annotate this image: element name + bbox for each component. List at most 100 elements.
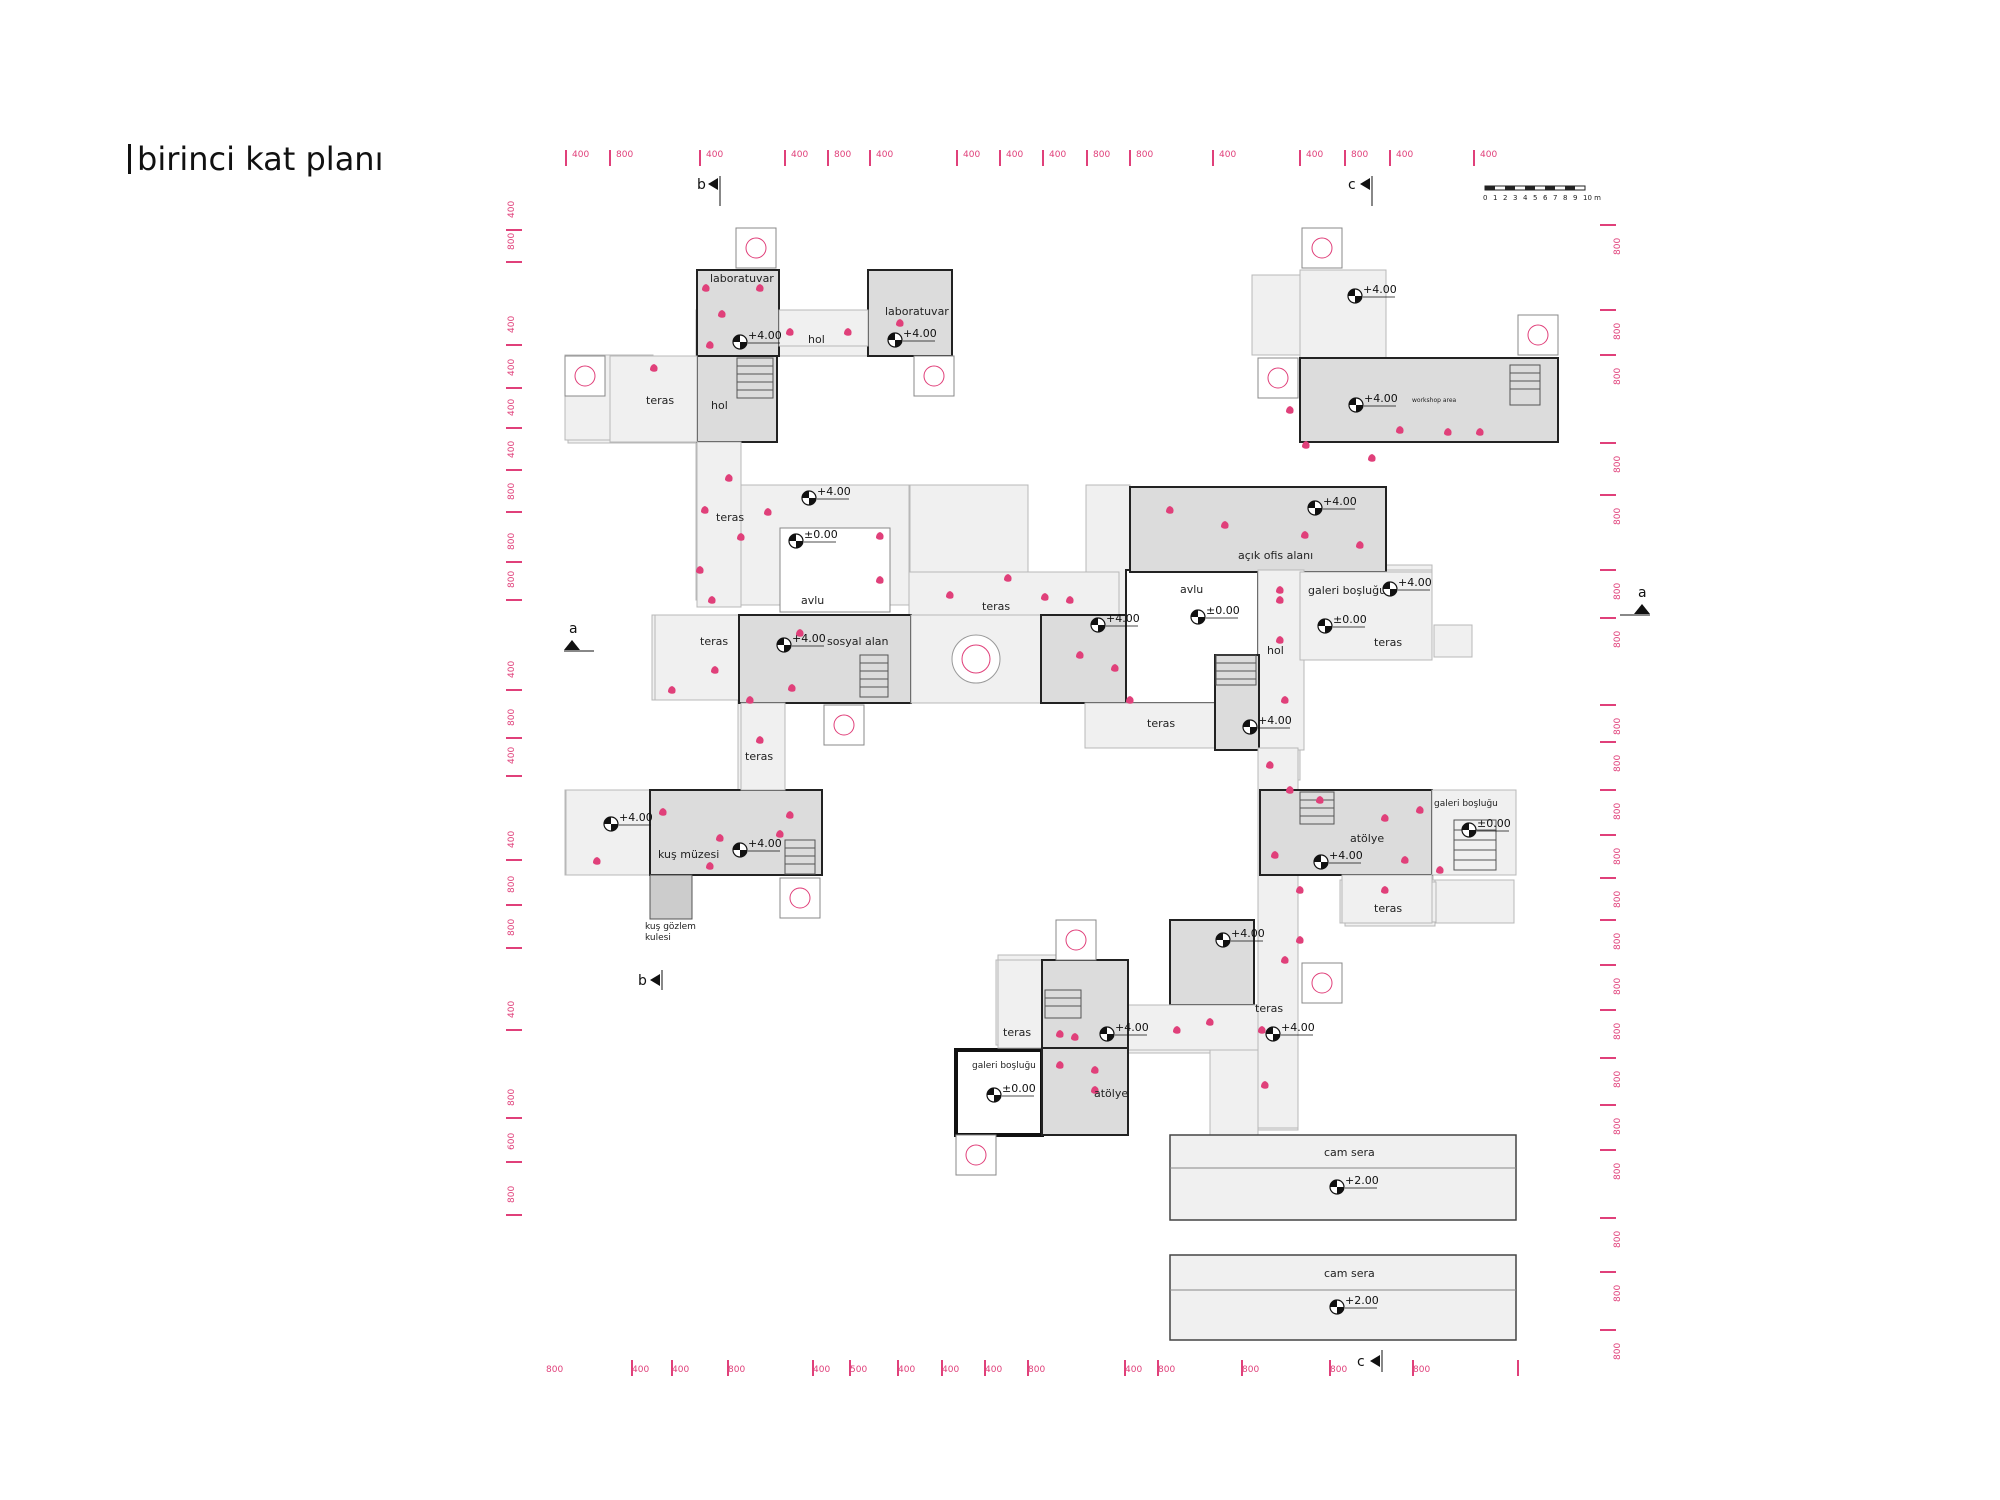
svg-text:+4.00: +4.00 bbox=[748, 837, 782, 850]
elevation-marker-ofis: +4.00 bbox=[1307, 495, 1357, 516]
person-marker bbox=[1071, 1033, 1079, 1041]
scale-tick-label: 2 bbox=[1503, 194, 1507, 202]
planter-5 bbox=[1517, 314, 1559, 356]
section-marker-b-bottom: b bbox=[638, 970, 663, 990]
person-marker bbox=[701, 506, 709, 514]
elevation-marker-atolye1: +4.00 bbox=[1313, 849, 1363, 870]
svg-text:+4.00: +4.00 bbox=[1258, 714, 1292, 727]
label-teras-nw: teras bbox=[646, 394, 674, 407]
dim-label-bottom: 400 bbox=[898, 1365, 915, 1375]
dim-label-left: 800 bbox=[507, 919, 517, 936]
svg-text:b: b bbox=[697, 177, 706, 193]
person-marker bbox=[1126, 696, 1134, 704]
person-marker bbox=[1396, 426, 1404, 434]
dim-label-top: 400 bbox=[1396, 150, 1413, 160]
label-atolye-e: atölye bbox=[1350, 832, 1384, 845]
dim-label-top: 400 bbox=[876, 150, 893, 160]
planter-7 bbox=[823, 704, 865, 746]
person-marker bbox=[796, 629, 804, 637]
dim-label-bottom: 800 bbox=[1028, 1365, 1045, 1375]
label-kus-muzesi: kuş müzesi bbox=[658, 848, 719, 861]
dim-label-right: 800 bbox=[1613, 1163, 1623, 1180]
dim-label-left: 600 bbox=[507, 1133, 517, 1150]
scale-tick-label: 5 bbox=[1533, 194, 1537, 202]
person-marker bbox=[1266, 761, 1274, 769]
stairs bbox=[649, 357, 1541, 1019]
person-marker bbox=[706, 341, 714, 349]
dim-label-left: 400 bbox=[507, 1001, 517, 1018]
dim-label-left: 800 bbox=[507, 483, 517, 500]
dim-label-right: 800 bbox=[1613, 848, 1623, 865]
dim-label-left: 400 bbox=[507, 359, 517, 376]
label-teras-w1: teras bbox=[716, 511, 744, 524]
elevation-marker-center: +4.00 bbox=[1090, 612, 1140, 633]
label-hol-left: hol bbox=[711, 399, 728, 412]
dim-label-top: 800 bbox=[1136, 150, 1153, 160]
planter-2 bbox=[564, 355, 606, 397]
page-title: birinci kat planı bbox=[128, 140, 383, 178]
label-cam-sera-1: cam sera bbox=[1324, 1146, 1375, 1159]
dim-label-left: 800 bbox=[507, 571, 517, 588]
person-marker bbox=[1436, 866, 1444, 874]
person-marker bbox=[1368, 454, 1376, 462]
dim-label-bottom: 400 bbox=[942, 1365, 959, 1375]
scale-tick-label: 0 bbox=[1483, 194, 1487, 202]
label-teras-se2: teras bbox=[1374, 902, 1402, 915]
svg-text:+4.00: +4.00 bbox=[1363, 283, 1397, 296]
label-galeri-s: galeri boşluğu bbox=[972, 1061, 1036, 1071]
svg-text:b: b bbox=[638, 973, 647, 989]
person-marker bbox=[776, 830, 784, 838]
person-marker bbox=[756, 736, 764, 744]
person-marker bbox=[1302, 441, 1310, 449]
person-marker bbox=[788, 684, 796, 692]
title-bar bbox=[128, 144, 131, 174]
dim-label-left: 400 bbox=[507, 441, 517, 458]
label-kus-gozlem-2: kulesi bbox=[645, 933, 671, 943]
person-marker bbox=[1066, 596, 1074, 604]
planter-11 bbox=[955, 1134, 997, 1176]
svg-text:a: a bbox=[1638, 585, 1647, 601]
room-south-upper bbox=[1169, 919, 1255, 1006]
svg-text:±0.00: ±0.00 bbox=[1477, 817, 1511, 830]
person-marker bbox=[896, 319, 904, 327]
dim-label-right: 800 bbox=[1613, 1071, 1623, 1088]
label-teras-w2: teras bbox=[700, 635, 728, 648]
dim-label-right: 800 bbox=[1613, 1118, 1623, 1135]
dim-label-top: 800 bbox=[616, 150, 633, 160]
label-kus-gozlem-1: kuş gözlem bbox=[645, 922, 696, 932]
person-marker bbox=[764, 508, 772, 516]
page-title-text: birinci kat planı bbox=[137, 140, 384, 178]
person-marker bbox=[1004, 574, 1012, 582]
label-workshop: workshop area bbox=[1412, 397, 1457, 404]
scale-tick-label: 10 m bbox=[1583, 194, 1601, 202]
scale-tick-label: 6 bbox=[1543, 194, 1548, 202]
person-marker bbox=[668, 686, 676, 694]
svg-text:+4.00: +4.00 bbox=[1281, 1021, 1315, 1034]
elevation-marker-s3: +4.00 bbox=[1099, 1021, 1149, 1042]
section-marker-a-left: a bbox=[564, 621, 594, 652]
elevation-marker-teras_e: +4.00 bbox=[1242, 714, 1292, 735]
svg-text:+4.00: +4.00 bbox=[1398, 576, 1432, 589]
person-marker bbox=[786, 328, 794, 336]
dim-label-right: 800 bbox=[1613, 978, 1623, 995]
person-marker bbox=[1091, 1086, 1099, 1094]
person-marker bbox=[1296, 936, 1304, 944]
dim-label-left: 800 bbox=[507, 1089, 517, 1106]
planter-8 bbox=[779, 877, 821, 919]
person-marker bbox=[1316, 796, 1324, 804]
person-marker bbox=[650, 364, 658, 372]
elevation-marker-lab1: +4.00 bbox=[732, 329, 782, 350]
elevation-marker-avlu_w: ±0.00 bbox=[788, 528, 838, 549]
svg-text:+2.00: +2.00 bbox=[1345, 1294, 1379, 1307]
person-marker bbox=[1476, 428, 1484, 436]
svg-text:+4.00: +4.00 bbox=[903, 327, 937, 340]
svg-text:c: c bbox=[1357, 1354, 1365, 1370]
person-marker bbox=[876, 532, 884, 540]
room-cam-sera-1 bbox=[1169, 1134, 1517, 1221]
person-marker bbox=[1206, 1018, 1214, 1026]
scale-tick-label: 1 bbox=[1493, 194, 1497, 202]
svg-text:+4.00: +4.00 bbox=[1323, 495, 1357, 508]
room-sosyal-alan bbox=[738, 614, 912, 704]
dim-label-right: 800 bbox=[1613, 1023, 1623, 1040]
person-marker bbox=[1221, 521, 1229, 529]
